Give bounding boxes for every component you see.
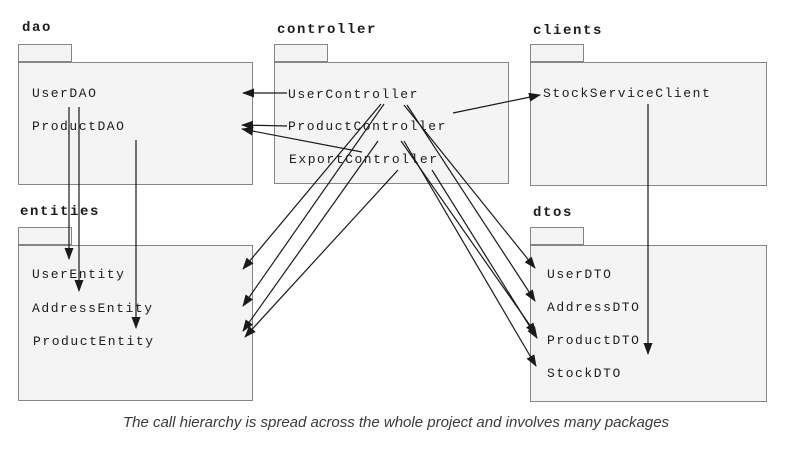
member-user-dao: UserDAO xyxy=(32,86,98,101)
member-address-dto: AddressDTO xyxy=(547,300,641,315)
package-dtos-title: dtos xyxy=(533,205,574,221)
member-user-entity: UserEntity xyxy=(32,267,126,282)
member-product-entity: ProductEntity xyxy=(33,334,155,349)
package-clients-tab xyxy=(530,44,584,62)
member-stock-service-client: StockServiceClient xyxy=(543,86,712,101)
package-clients-body xyxy=(530,62,767,186)
member-product-dao: ProductDAO xyxy=(32,119,126,134)
member-product-controller: ProductController xyxy=(288,119,447,134)
package-dtos-tab xyxy=(530,227,584,245)
member-user-dto: UserDTO xyxy=(547,267,613,282)
package-entities-title: entities xyxy=(20,204,101,220)
caption: The call hierarchy is spread across the … xyxy=(122,414,670,431)
package-dao-tab xyxy=(18,44,72,62)
member-stock-dto: StockDTO xyxy=(547,366,622,381)
package-entities-tab xyxy=(18,227,72,245)
member-address-entity: AddressEntity xyxy=(32,301,154,316)
package-controller-title: controller xyxy=(277,22,378,38)
package-clients-title: clients xyxy=(533,23,604,39)
package-dao-title: dao xyxy=(22,20,53,36)
arrow-ExportController-to-ProductEntity xyxy=(244,169,399,338)
arrow-ExportController-to-ProductDTO xyxy=(431,169,538,339)
member-product-dto: ProductDTO xyxy=(547,333,641,348)
member-export-controller: ExportController xyxy=(289,152,439,167)
member-user-controller: UserController xyxy=(288,87,419,102)
package-controller-tab xyxy=(274,44,328,62)
